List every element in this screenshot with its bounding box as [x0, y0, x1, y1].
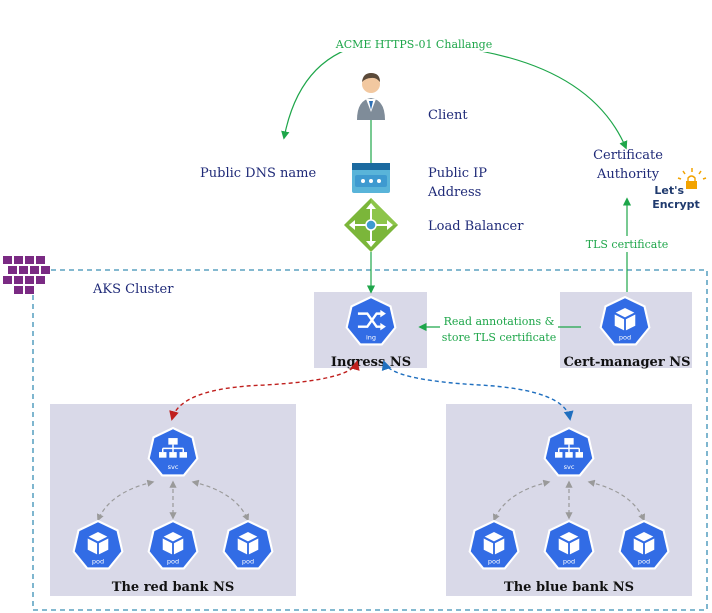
aks-icon — [3, 256, 50, 294]
read-annotations-label-line1: Read annotations & — [444, 315, 555, 328]
cert-manager-ns-label: Cert-manager NS — [564, 355, 691, 370]
acme-challenge-label: ACME HTTPS-01 Challange — [335, 38, 492, 51]
blue-bank-svc-pod1-link — [492, 479, 551, 522]
client-label: Client — [428, 108, 468, 123]
ingress-to-red-bank-arrow — [169, 360, 360, 421]
aks-cluster-boundary — [32, 269, 708, 611]
red-bank-ns-label: The red bank NS — [112, 580, 234, 595]
load-balancer-icon — [344, 198, 398, 252]
public-ip-icon — [352, 163, 390, 193]
blue-bank-ns-label: The blue bank NS — [504, 580, 634, 595]
letsencrypt-logo: Let's Encrypt — [652, 168, 707, 211]
cert-authority-label-line1: Certificate — [593, 148, 663, 163]
public-ip-label-line2: Address — [427, 185, 481, 200]
red-bank-svc-pod1-link — [96, 479, 155, 522]
person-icon — [357, 73, 385, 120]
blue-bank-svc-pod3-link — [587, 479, 646, 522]
acme-challenge-arrow-right — [369, 42, 628, 150]
aks-cluster-label: AKS Cluster — [92, 282, 174, 297]
read-annotations-label-line2: store TLS certificate — [442, 331, 556, 344]
acme-challenge-arrow-left — [281, 42, 371, 140]
svg-text:Encrypt: Encrypt — [652, 198, 700, 211]
ingress-ns-label: Ingress NS — [331, 355, 411, 370]
ingress-to-blue-bank-arrow — [381, 360, 574, 421]
red-bank-svc-pod3-link — [191, 479, 250, 522]
tls-certificate-label: TLS certificate — [586, 238, 669, 251]
public-dns-label: Public DNS name — [200, 166, 316, 181]
svg-text:Let's: Let's — [654, 184, 684, 197]
load-balancer-label: Load Balancer — [428, 219, 524, 234]
public-ip-label-line1: Public IP — [428, 166, 487, 181]
cert-authority-label-line2: Authority — [596, 167, 660, 182]
